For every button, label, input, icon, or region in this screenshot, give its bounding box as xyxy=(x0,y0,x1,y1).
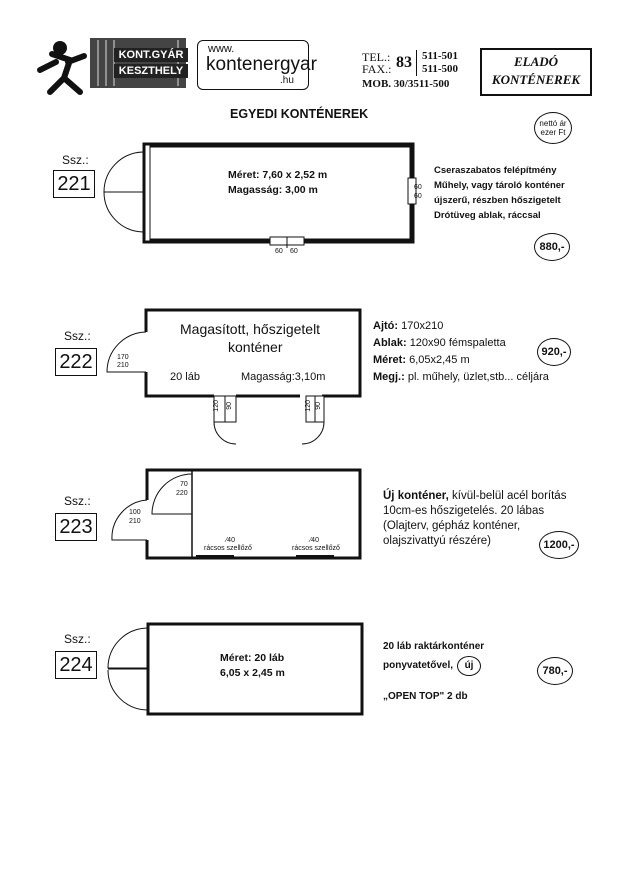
ssz-label: Ssz.: xyxy=(64,632,91,646)
desc-line: 20 láb raktárkonténer xyxy=(383,641,485,652)
desc-line: 10cm-es hőszigetelés. 20 lábas xyxy=(383,505,545,517)
item-number: 221 xyxy=(53,170,95,198)
desc-line: olajszivattyú részére) xyxy=(383,535,492,547)
company-logo: KONT.GYÁR KESZTHELY xyxy=(30,34,190,98)
website-suffix: .hu xyxy=(280,75,294,86)
new-badge: új xyxy=(457,656,482,676)
desc-line: Műhely, vagy tároló konténer xyxy=(434,180,565,191)
desc-bold: Új konténer, xyxy=(383,490,449,502)
inner-door-size-b: 220 xyxy=(176,490,188,497)
window-bottom-b: 60 xyxy=(290,248,298,255)
website-prefix: www. xyxy=(208,43,235,55)
page-title: EGYEDI KONTÉNEREK xyxy=(230,107,369,121)
contact-divider xyxy=(416,50,417,76)
website-main: kontenergyar xyxy=(206,54,317,75)
desc-line: Cseraszabatos felépítmény xyxy=(434,165,557,176)
door-size-a: 170 xyxy=(117,354,129,361)
desc-line: újszerű, részben hőszigetelt xyxy=(434,195,561,206)
vent2-label: rácsos szellőző xyxy=(292,545,340,552)
inner-height: Magasság:3,10m xyxy=(241,371,326,383)
vent2-size: ⁄40 xyxy=(310,537,319,544)
sale-badge-line1: ELADÓ xyxy=(513,54,559,69)
desc-line: (Olajterv, gépház konténer, xyxy=(383,520,521,532)
door-size-b: 210 xyxy=(129,518,141,525)
item-specs: Ajtó: 170x210 Ablak: 120x90 fémspaletta … xyxy=(373,318,549,386)
sale-badge: ELADÓ KONTÉNEREK xyxy=(480,48,592,96)
desc-line: „OPEN TOP" 2 db xyxy=(383,691,468,702)
item-description: Új konténer, kívül-belül acél borítás 10… xyxy=(383,489,566,549)
window-side-a: 60 xyxy=(414,184,422,191)
price-badge: 780,- xyxy=(537,657,573,685)
price-badge: 920,- xyxy=(537,338,571,366)
area-code: 83 xyxy=(396,54,412,71)
item-number: 222 xyxy=(55,348,97,376)
spec-size: Méret: 6,05x2,45 m xyxy=(373,354,470,366)
mobile-number: MOB. 30/3511-500 xyxy=(362,78,450,90)
item-description: 20 láb raktárkonténer ponyvatetővel, új … xyxy=(383,638,484,706)
desc-rest: kívül-belül acél borítás xyxy=(448,490,567,502)
logo-line-2: KESZTHELY xyxy=(114,64,188,78)
item-number: 223 xyxy=(55,513,97,541)
fax-number: 511-500 xyxy=(422,63,459,75)
inner-height: Magasság: 3,00 m xyxy=(228,184,318,196)
spec-window: Ablak: 120x90 fémspaletta xyxy=(373,337,506,349)
window-bottom-a: 60 xyxy=(275,248,283,255)
inner-title-2: konténer xyxy=(228,339,283,355)
tel-number: 511-501 xyxy=(422,50,459,62)
inner-door-size-a: 70 xyxy=(180,481,188,488)
spec-door: Ajtó: 170x210 xyxy=(373,320,444,332)
logo-line-1: KONT.GYÁR xyxy=(114,48,188,62)
inner-length: 20 láb xyxy=(170,371,200,383)
contact-block: TEL.: FAX.: 83 511-501 511-500 MOB. 30/3… xyxy=(362,50,472,94)
inner-title-1: Magasított, hőszigetelt xyxy=(180,321,321,337)
item-description: Cseraszabatos felépítmény Műhely, vagy t… xyxy=(434,163,565,223)
website-box[interactable]: www. kontenergyar .hu xyxy=(197,40,317,90)
door-size-b: 210 xyxy=(117,362,129,369)
inner-size: Méret: 20 láb xyxy=(220,652,285,664)
price-badge: 1200,- xyxy=(539,531,579,559)
ssz-label: Ssz.: xyxy=(64,329,91,343)
inner-dimensions: 6,05 x 2,45 m xyxy=(220,667,285,679)
desc-line: ponyvatetővel, xyxy=(383,660,454,671)
inner-size: Méret: 7,60 x 2,52 m xyxy=(228,169,328,181)
tel-label: TEL.: xyxy=(362,50,391,64)
runner-icon xyxy=(37,38,186,95)
fax-label: FAX.: xyxy=(362,62,392,76)
ssz-label: Ssz.: xyxy=(64,494,91,508)
desc-line: Drótüveg ablak, ráccsal xyxy=(434,210,541,221)
item-number: 224 xyxy=(55,651,97,679)
net-price-note: nettó ár ezer Ft xyxy=(534,112,572,144)
door-size-a: 100 xyxy=(129,509,141,516)
vent1-label: rácsos szellőző xyxy=(204,545,252,552)
vent1-size: ⁄40 xyxy=(226,537,235,544)
sale-badge-line2: KONTÉNEREK xyxy=(491,72,581,87)
ssz-label: Ssz.: xyxy=(62,153,89,167)
window-side-b: 60 xyxy=(414,193,422,200)
spec-note: Megj.: pl. műhely, üzlet,stb... céljára xyxy=(373,371,549,383)
price-badge: 880,- xyxy=(534,233,570,261)
